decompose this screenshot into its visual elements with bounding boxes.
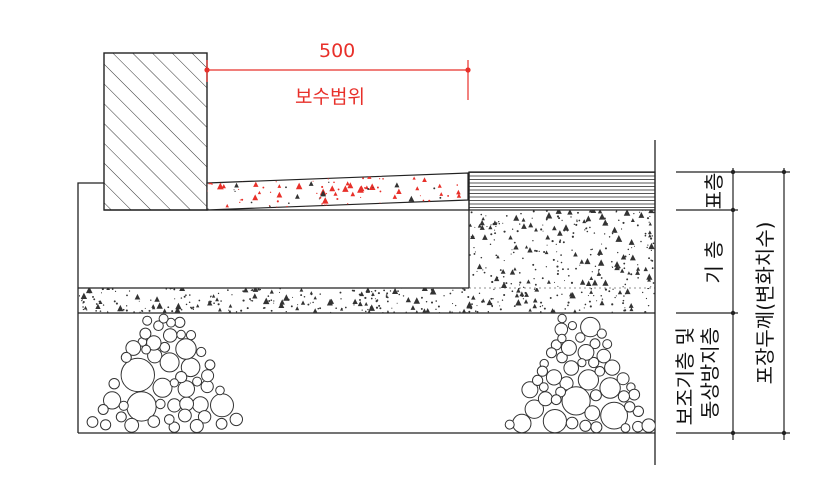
repair-range-dimension (204, 60, 471, 100)
label-subbase-line-1: 보조기층 및 (673, 327, 697, 425)
dimension-caption: 보수범위 (295, 86, 365, 108)
label-total-thickness: 포장두께(변화치수) (753, 222, 777, 385)
aggregate-left (86, 313, 244, 433)
surface-layer (468, 171, 656, 211)
subbase-strip-fill (79, 288, 655, 313)
curb-block (103, 52, 208, 211)
label-subbase-layer: 보조기층 및 동상방지층 (673, 321, 722, 426)
aggregate-right (504, 313, 655, 434)
label-subbase-line-2: 동상방지층 (698, 327, 722, 419)
layer-dimension-chain (676, 168, 790, 440)
label-surface-layer: 표층 (702, 173, 726, 210)
repair-wedge (206, 172, 469, 211)
dimension-value: 500 (319, 40, 355, 62)
label-base-layer: 기 층 (702, 240, 726, 283)
base-layer-fill (469, 210, 655, 288)
